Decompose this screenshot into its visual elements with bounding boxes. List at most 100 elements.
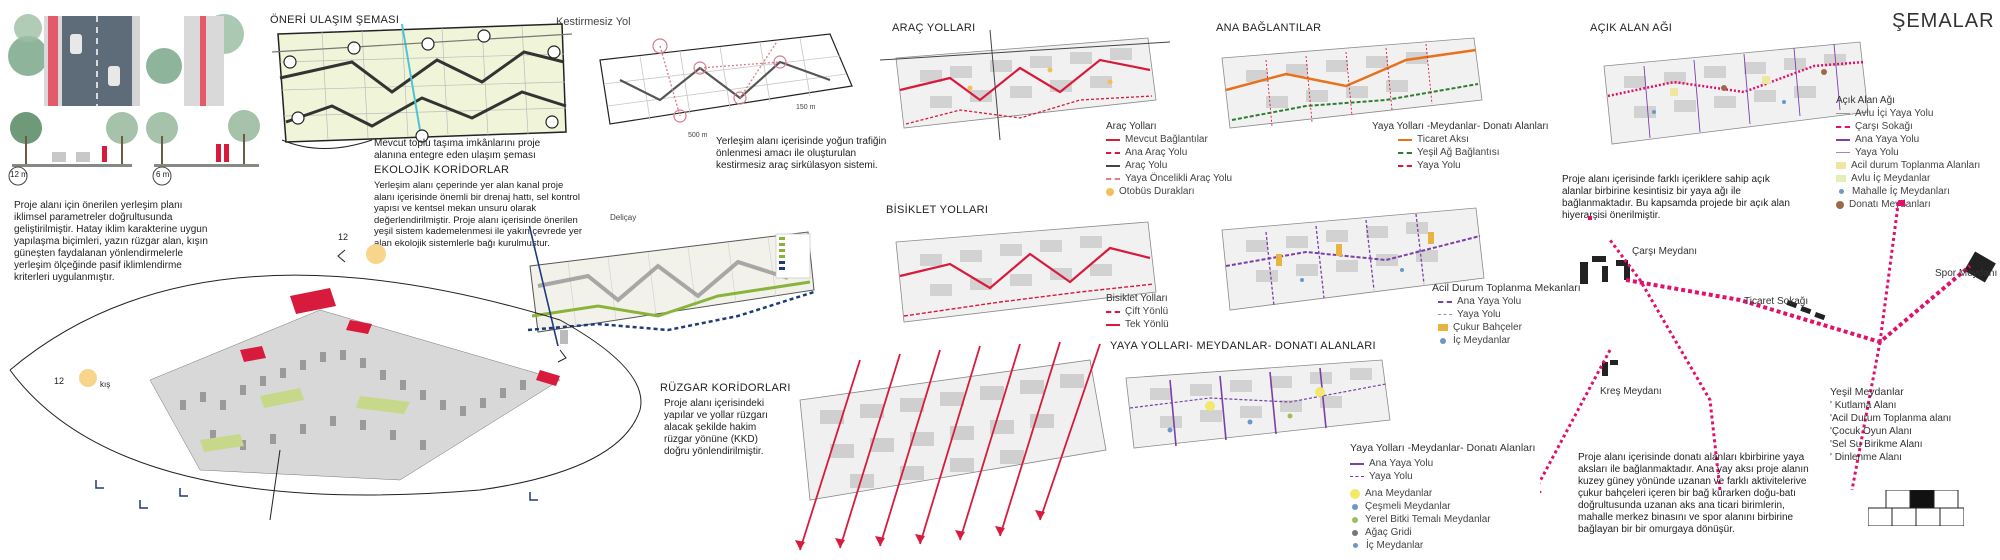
ana-baglanti-title: ANA BAĞLANTILAR [1216,22,1322,34]
arac-legend: Araç Yolları Mevcut Bağlantılar Ana Araç… [1106,120,1232,198]
acik-legend-acil: Acil durum Toplanma Alanları [1851,160,1981,171]
yaya-map [1110,350,1410,460]
bisiklet-legend-title: Bisiklet Yolları [1106,293,1168,304]
yaya-legend-ic: İç Meydanlar [1366,540,1424,551]
swatch-tek-yonlu [1106,323,1120,326]
arac-legend-title: Araç Yolları [1106,121,1157,132]
yesil-item-3: 'Çocuk Oyun Alanı [1830,426,1912,437]
ticaret-sokagi-label: Ticaret Sokağı [1744,296,1809,307]
ekolojik-map [518,226,818,346]
acik-legend-mahalle: Mahalle İç Meydanları [1852,186,1950,197]
swatch-carsi [1836,125,1850,128]
yaya-legend-yerel: Yerel Bitki Temalı Meydanlar [1365,514,1491,525]
street-section-plans: 12 m 6 m [4,6,264,186]
acik-alan-text: Proje alanı içerisinde farklı içeriklere… [1562,174,1790,221]
swatch-mahalle [1839,189,1844,194]
swatch-ana-meydan [1350,488,1360,499]
swatch-yaya-oncelikli [1106,177,1120,180]
main-axonometric: 12 12 kış [0,230,680,530]
kestirmesiz-network: 150 m 500 m [590,20,860,140]
swatch-yerel-bitki [1352,516,1358,523]
yaya-legend-cesmeli: Çeşmeli Meydanlar [1365,501,1451,512]
swatch-ticaret [1398,138,1412,141]
yesil-item-1: ' Kutlama Alanı [1830,400,1897,411]
donati-diagram: Çarşı Meydanı Ticaret Sokağı Spor Meydan… [1540,200,2000,500]
kis-label: kış [100,380,111,389]
swatch-cift-yonlu [1106,310,1120,313]
arac-legend-otobus: Otobüs Durakları [1119,186,1195,197]
swatch-acil [1836,162,1846,169]
acik-alan-title: AÇIK ALAN AĞI [1590,22,1673,34]
page-title: ŞEMALAR [1892,10,1995,32]
acil-legend-ic-meydan: İç Meydanlar [1453,335,1511,346]
ana-baglanti-map [1206,30,1496,140]
swatch-acil-ana-yaya [1438,300,1452,303]
scale-150m: 150 m [796,104,816,111]
swatch-mevcut [1106,138,1120,141]
swatch-avlu-meydan [1836,175,1846,182]
acik-legend-carsi: Çarşı Sokağı [1855,121,1913,132]
iklim-text: Proje alanı için önerilen yerleşim planı… [14,200,208,283]
swatch-yaya-ana [1350,462,1364,465]
ruzgar-map [790,340,1120,555]
donati-text: Proje alanı içerisinde donatı alanları k… [1578,452,1809,535]
swatch-agac-gridi [1352,529,1358,536]
acil-legend-yaya: Yaya Yolu [1457,309,1501,320]
acik-legend-avlu-ici: Avlu İçi Yaya Yolu [1855,108,1934,119]
bisiklet-legend-tek: Tek Yönlü [1125,319,1169,330]
oneri-ulasim-map [262,22,582,152]
swatch-avlu-ici [1836,113,1850,114]
sun-summer-label: 12 [338,232,349,242]
yesil-meydanlar-title: Yeşil Meydanlar [1830,386,1904,398]
acik-legend-avlu-meydan: Avlu İç Meydanlar [1851,173,1931,184]
acil-map [1206,196,1506,326]
mevcut-toplu-text: Mevcut toplu taşıma imkânlarını proje al… [374,138,541,161]
yaya-legend-ana: Ana Yaya Yolu [1369,458,1434,469]
swatch-yaya [1836,152,1850,153]
acik-alan-map [1584,32,1884,162]
yaya-legend-title: Yaya Yolları -Meydanlar- Donatı Alanları [1350,442,1536,454]
swatch-yesil [1398,151,1412,154]
yaya-legend-agac: Ağaç Gridi [1365,527,1412,538]
acil-legend: Acil Durum Toplanma Mekanları Ana Yaya Y… [1432,282,1581,347]
ekolojik-text: Yerleşim alanı çeperinde yer alan kanal … [374,180,583,249]
acil-legend-cukur: Çukur Bahçeler [1453,322,1522,333]
bisiklet-map [880,212,1170,332]
bisiklet-title: BİSİKLET YOLLARI [886,204,989,216]
yaya-legend-ana-meydan: Ana Meydanlar [1365,488,1433,499]
swatch-donati [1836,200,1844,209]
arac-title: ARAÇ YOLLARI [892,22,976,34]
swatch-acil-yaya [1438,314,1452,315]
yesil-item-5: ' Dinlenme Alanı [1830,452,1902,463]
ana-baglanti-legend: Yaya Yolları -Meydanlar- Donatı Alanları… [1372,120,1549,172]
acik-alan-legend-title: Açık Alan Ağı [1836,95,1895,106]
delicay-label: Deliçay [610,213,637,222]
acik-legend-ana-yaya: Ana Yaya Yolu [1855,134,1920,145]
swatch-ic-meydan [1440,337,1446,344]
yaya-title: YAYA YOLLARI- MEYDANLAR- DONATI ALANLARI [1110,340,1376,352]
yesil-item-2: 'Acil Durum Toplanma alanı [1830,413,1952,424]
bisiklet-legend-cift: Çift Yönlü [1125,306,1169,317]
swatch-ana-arac [1106,151,1120,154]
ana-legend-yesil: Yeşil Ağ Bağlantısı [1417,147,1500,158]
scale-500m: 500 m [688,132,708,139]
swatch-cesmeli [1352,503,1358,510]
swatch-arac [1106,164,1120,167]
arac-legend-arac: Araç Yolu [1125,160,1168,171]
swatch-otobus [1106,187,1114,196]
kres-meydani-label: Kreş Meydanı [1600,386,1662,397]
ruzgar-title: RÜZGAR KORİDORLARI [660,382,791,394]
acik-alan-legend: Açık Alan Ağı Avlu İçi Yaya Yolu Çarşı S… [1836,94,1980,211]
ekolojik-title: EKOLOJİK KORİDORLAR [374,164,510,176]
acil-legend-title: Acil Durum Toplanma Mekanları [1432,282,1581,294]
yaya-legend: Yaya Yolları -Meydanlar- Donatı Alanları… [1350,442,1535,552]
yesil-item-4: 'Sel Su Birikme Alanı [1830,439,1923,450]
arac-text: Yerleşim alanı içerisinde yoğun trafiğin… [716,136,887,171]
acil-legend-ana-yaya: Ana Yaya Yolu [1457,296,1522,307]
bisiklet-legend: Bisiklet Yolları Çift Yönlü Tek Yönlü [1106,292,1169,331]
key-grid [1868,490,1964,526]
acik-legend-yaya: Yaya Yolu [1855,147,1899,158]
yaya-legend-yaya: Yaya Yolu [1369,471,1413,482]
swatch-yaya-yolu [1350,476,1364,477]
swatch-cukur [1438,324,1448,331]
